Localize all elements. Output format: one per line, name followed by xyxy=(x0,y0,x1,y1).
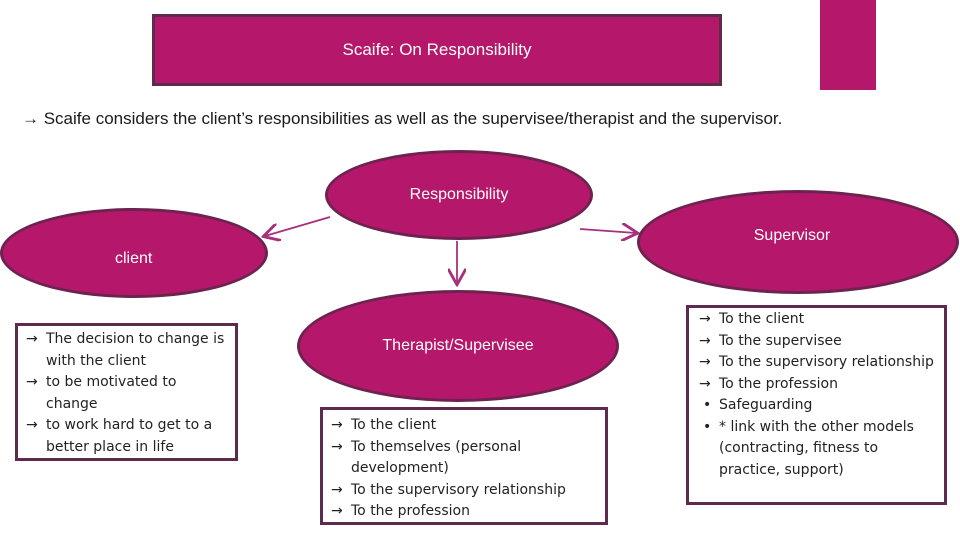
title-box: Scaife: On Responsibility xyxy=(152,14,722,86)
arrow-icon: → xyxy=(26,331,38,347)
list-item: →To the client xyxy=(697,309,940,331)
arrow-to-client xyxy=(265,216,331,236)
arrow-icon: → xyxy=(699,354,711,370)
responsibility-label: Responsibility xyxy=(409,186,509,203)
arrow-icon: → xyxy=(331,481,343,498)
list-item: •Safeguarding xyxy=(697,395,940,417)
list-item: →to be motivated to change xyxy=(26,374,177,412)
client-label: client xyxy=(115,250,153,267)
list-item: →to work hard to get to a better place i… xyxy=(26,417,213,455)
list-item: →To the supervisee xyxy=(697,331,940,353)
arrow-icon: → xyxy=(331,417,343,433)
therapist-node: Therapist/Supervisee xyxy=(297,290,619,402)
responsibility-node: Responsibility xyxy=(325,150,593,240)
client-responsibilities-box: →The decision to change is with the clie… xyxy=(15,323,238,461)
arrow-to-supervisor xyxy=(579,229,636,233)
supervisor-label: Supervisor xyxy=(753,227,831,244)
accent-bar xyxy=(820,0,876,90)
arrow-icon: → xyxy=(699,311,711,327)
intro-text: → Scaife considers the client’s responsi… xyxy=(22,109,783,128)
page-title: Scaife: On Responsibility xyxy=(342,40,532,59)
arrow-icon: → xyxy=(699,375,711,392)
therapist-responsibilities-box: →To the client →To themselves (personal … xyxy=(320,407,608,525)
arrow-icon: → xyxy=(331,503,343,519)
client-node: client xyxy=(0,208,268,298)
arrow-icon: → xyxy=(331,438,343,455)
list-item: →To the profession xyxy=(329,501,601,523)
therapist-label: Therapist/Supervisee xyxy=(382,337,534,354)
list-item: •* link with the other models (contracti… xyxy=(703,418,914,478)
list-item: →To the client xyxy=(329,415,601,437)
list-item: →The decision to change is with the clie… xyxy=(26,331,225,369)
arrow-icon: → xyxy=(26,374,38,390)
bullet-icon: • xyxy=(703,418,712,435)
supervisor-responsibilities-box: →To the client →To the supervisee →To th… xyxy=(686,305,947,505)
list-item: →To the supervisory relationship xyxy=(329,480,601,502)
list-item: →To the profession xyxy=(697,374,940,396)
arrow-icon: → xyxy=(699,332,711,349)
arrow-icon: → xyxy=(26,417,38,433)
list-item: →To themselves (personal development) xyxy=(331,438,522,477)
list-item: →To the supervisory relationship xyxy=(697,352,940,374)
bullet-icon: • xyxy=(703,397,712,413)
supervisor-node: Supervisor xyxy=(637,190,959,294)
